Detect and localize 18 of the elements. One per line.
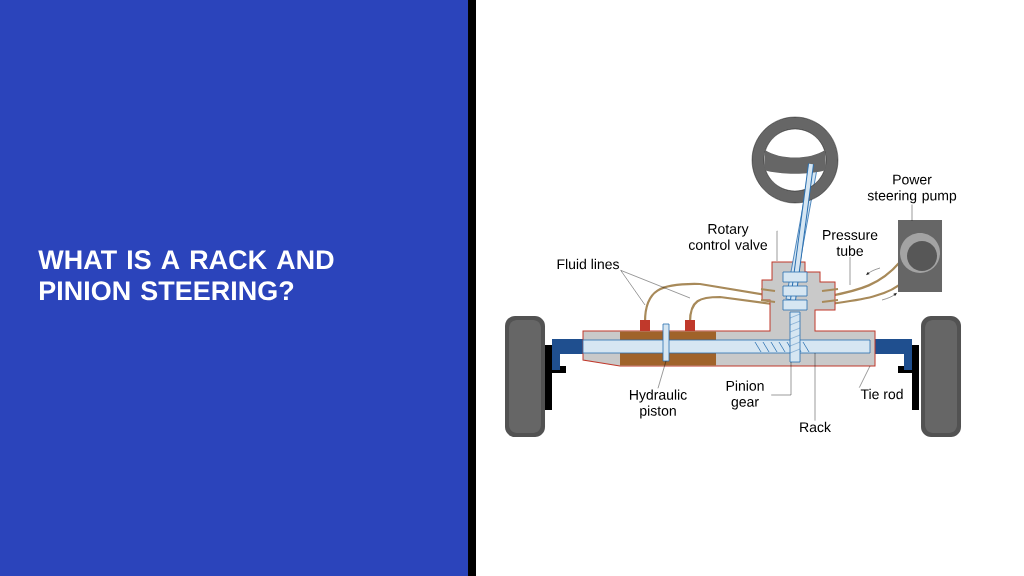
part-label: Pressure tube <box>823 230 878 256</box>
leader-line <box>859 365 871 388</box>
title: WHAT IS A RACK AND PINION STEERING? <box>38 250 334 301</box>
part-label: Tie rod <box>860 388 903 400</box>
leader-line <box>814 352 816 421</box>
leader-line <box>620 270 691 299</box>
leader-line <box>849 256 851 286</box>
part-label: Pinion gear <box>726 380 764 410</box>
leader-line <box>911 204 913 222</box>
leader-line <box>620 270 646 306</box>
leader-line <box>657 360 667 389</box>
part-label: Power steering pump <box>867 174 957 204</box>
part-label: Rotary control valve <box>688 224 768 250</box>
part-label: Hydraulic piston <box>630 389 687 419</box>
leader-line <box>771 361 792 396</box>
part-label: Fluid lines <box>557 258 619 270</box>
leader-line <box>776 230 778 262</box>
part-label: Rack <box>800 421 831 433</box>
